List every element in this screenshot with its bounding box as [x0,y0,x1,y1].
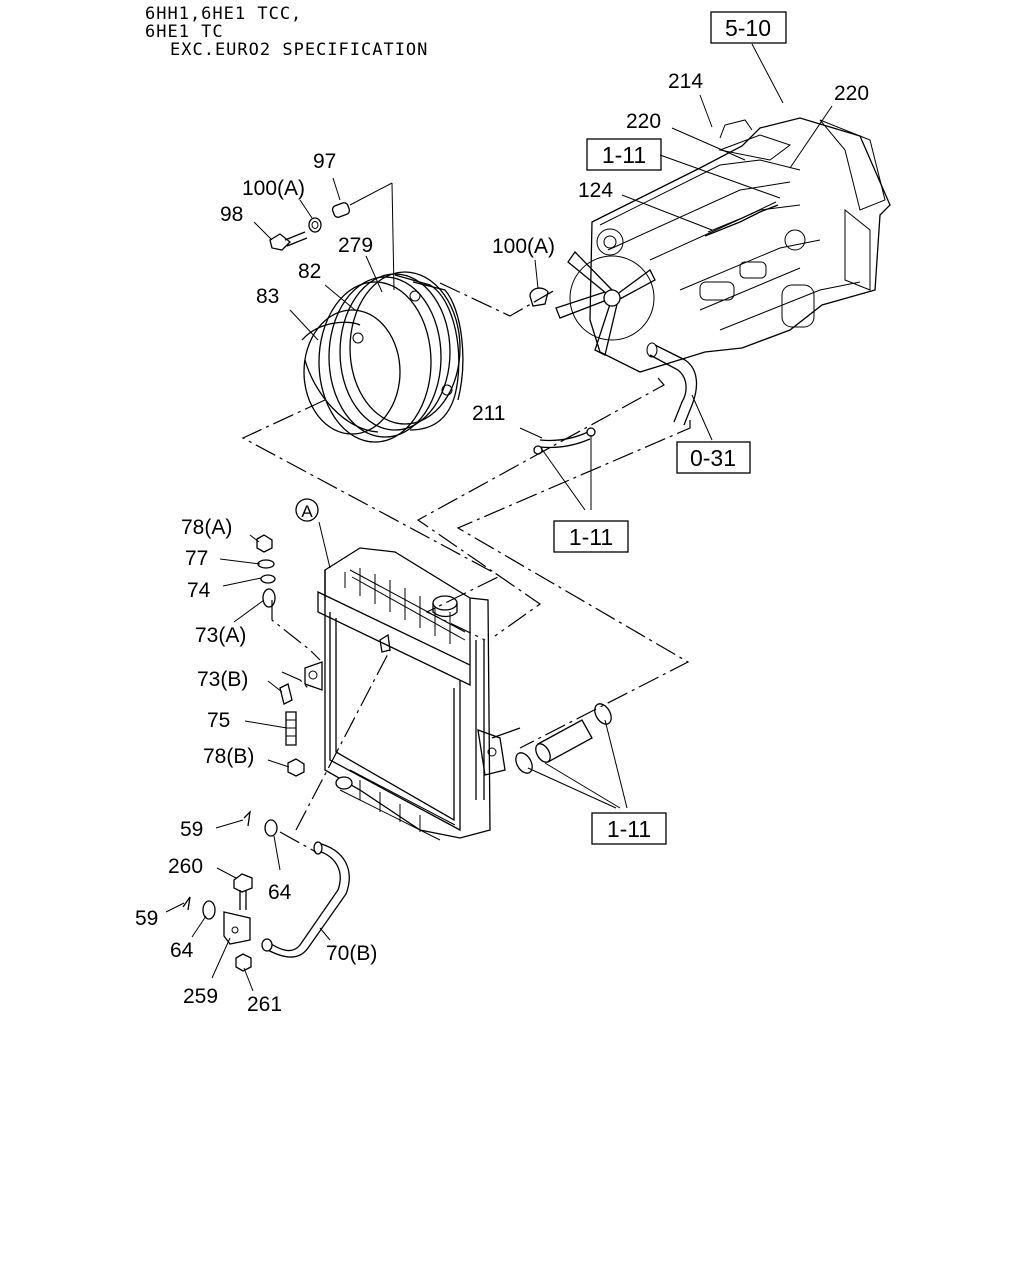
label-78b: 78(B) [203,745,254,768]
label-100a-mid: 100(A) [492,235,555,258]
ref-1-11-bottom: 1-11 [607,816,651,842]
label-220-right: 220 [834,82,869,105]
ref-5-10: 5-10 [725,15,771,41]
leader-lines [165,43,833,992]
header-line-2: 6HE1 TC [145,22,224,42]
header-line-1: 6HH1,6HE1 TCC, [145,4,303,24]
ref-box-1-11-mid [553,520,629,553]
label-261: 261 [247,993,282,1016]
radiator-assembly [304,547,521,841]
engine-block [589,117,891,373]
ref-box-1-11-bottom [591,812,667,845]
label-279: 279 [338,234,373,257]
label-70b: 70(B) [326,942,377,965]
header-line-3: EXC.EURO2 SPECIFICATION [170,40,429,60]
mounting-hardware [256,534,305,777]
label-59-top: 59 [180,818,203,841]
label-73b: 73(B) [197,668,248,691]
ref-box-1-11-top [586,138,662,171]
fan-shroud [301,271,464,443]
circle-a-marker [295,498,319,522]
ref-1-11-top: 1-11 [602,142,646,168]
label-100a-top: 100(A) [242,177,305,200]
label-78a: 78(A) [181,516,232,539]
ref-1-11-mid: 1-11 [569,524,613,550]
label-214: 214 [668,70,703,93]
label-220-left: 220 [626,110,661,133]
label-59-bottom: 59 [135,907,158,930]
ref-box-5-10 [710,11,787,44]
label-74: 74 [187,579,211,602]
reference-boxes: 5-10 1-11 0-31 1-11 1-11 A [295,11,787,845]
label-260: 260 [168,855,203,878]
label-211: 211 [472,402,505,425]
part-labels: 214 220 220 124 97 100(A) 98 279 82 83 1… [135,70,869,1016]
label-64-top: 64 [268,881,292,904]
label-124: 124 [578,179,613,202]
label-83: 83 [256,285,279,308]
label-75: 75 [207,709,230,732]
label-98: 98 [220,203,243,226]
label-73a: 73(A) [195,624,246,647]
small-hose-211 [533,427,596,455]
upper-hose [646,342,698,426]
label-77: 77 [185,547,208,570]
lower-hose [515,703,612,774]
drain-hose [182,810,350,972]
ref-box-0-31 [676,441,751,474]
label-259: 259 [183,985,218,1008]
label-97: 97 [313,150,336,173]
cooling-fan [555,250,656,356]
assembly-dashed-lines [241,282,691,853]
label-82: 82 [298,260,321,283]
ref-0-31: 0-31 [690,445,736,471]
label-64-bottom: 64 [170,939,194,962]
circle-a-label: A [301,502,313,521]
